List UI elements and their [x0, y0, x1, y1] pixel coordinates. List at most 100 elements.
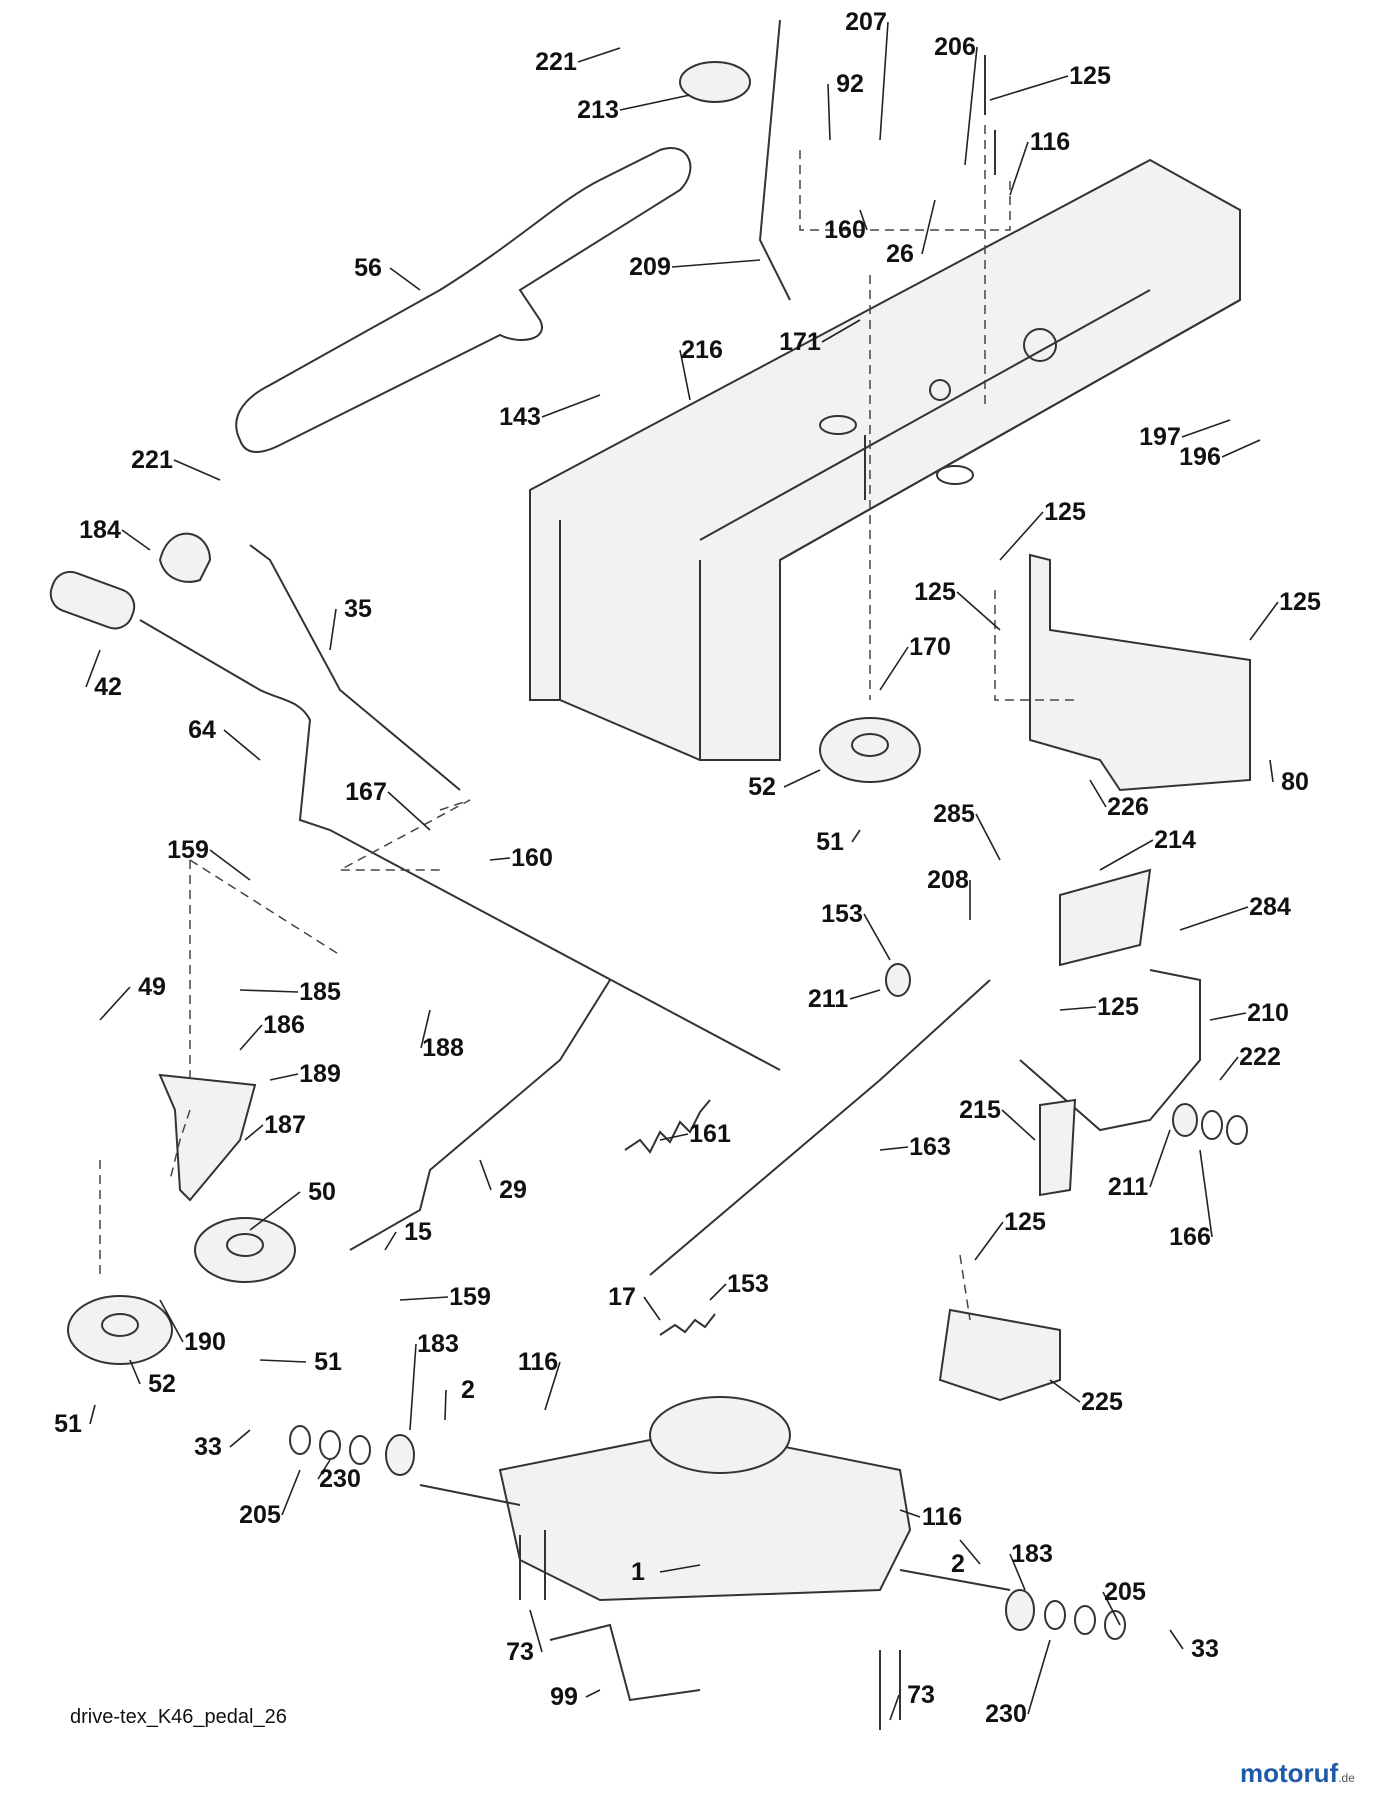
leader-line: [899, 1509, 921, 1518]
callout-label: 221: [131, 446, 173, 474]
leader-line: [1209, 1012, 1247, 1021]
callout-label: 167: [345, 778, 387, 806]
leader-line: [921, 199, 936, 255]
leader-line: [541, 394, 601, 418]
leader-line: [529, 1609, 543, 1653]
leader-line: [399, 1296, 449, 1301]
leader-line: [1009, 141, 1029, 196]
leader-line: [489, 857, 511, 861]
frame-hole: [929, 379, 951, 401]
washer: [1074, 1605, 1096, 1635]
washer: [349, 1435, 371, 1465]
leader-line: [1049, 1379, 1081, 1403]
watermark-logo: motoruf.de: [1240, 1758, 1355, 1789]
drive-belt: [235, 147, 692, 453]
leader-line: [889, 1694, 900, 1721]
callout-label: 215: [959, 1096, 1001, 1124]
leader-line: [1009, 1553, 1026, 1591]
leader-line: [863, 913, 891, 961]
callout-label: 153: [727, 1270, 769, 1298]
assembly-line: [339, 799, 471, 871]
callout-label: 188: [422, 1034, 464, 1062]
leader-line: [244, 1124, 264, 1141]
callout-label: 42: [94, 673, 122, 701]
leader-line: [384, 1231, 397, 1251]
callout-label: 187: [264, 1111, 306, 1139]
leader-line: [619, 94, 691, 111]
leader-line: [89, 1404, 96, 1425]
axle-left: [419, 1484, 521, 1506]
chassis-rail: [559, 289, 1241, 760]
leader-line: [387, 791, 431, 831]
callout-label: 230: [985, 1700, 1027, 1728]
callout-label: 208: [927, 866, 969, 894]
pedal-bracket: [938, 1308, 1061, 1402]
leader-line: [1089, 779, 1107, 808]
leader-line: [643, 1296, 661, 1321]
extension-spring: [624, 1099, 711, 1154]
callout-label: 209: [629, 253, 671, 281]
assembly-line: [169, 859, 341, 1181]
callout-label: 166: [1169, 1223, 1211, 1251]
callout-label: 49: [138, 973, 166, 1001]
shift-knob: [158, 532, 212, 583]
watermark-tld: .de: [1338, 1771, 1355, 1785]
callout-label: 125: [1044, 498, 1086, 526]
callout-label: 15: [404, 1218, 432, 1246]
extension-spring: [659, 1313, 716, 1336]
cooling-fan: [649, 1396, 791, 1474]
callout-label: 160: [511, 844, 553, 872]
pedal-pad: [1059, 868, 1152, 967]
bushing: [385, 1434, 415, 1476]
lift-knob: [679, 61, 751, 103]
callout-label: 159: [449, 1283, 491, 1311]
callout-label: 285: [933, 800, 975, 828]
leader-line: [879, 1146, 909, 1151]
callout-label: 92: [836, 70, 864, 98]
callout-label: 221: [535, 48, 577, 76]
callout-label: 116: [1030, 128, 1070, 156]
callout-label: 52: [748, 773, 776, 801]
callout-label: 125: [1279, 588, 1321, 616]
leader-line: [1027, 1639, 1051, 1715]
leader-line: [851, 829, 861, 843]
leader-line: [329, 608, 337, 651]
leader-line: [964, 46, 978, 166]
leader-line: [709, 1283, 727, 1301]
leader-line: [420, 1009, 431, 1049]
assembly-line: [994, 590, 1080, 701]
frame-grommet: [936, 465, 974, 485]
callout-label: 186: [263, 1011, 305, 1039]
watermark-name: motoruf: [1240, 1758, 1339, 1788]
leader-line: [1269, 759, 1274, 783]
chassis-frame: [529, 158, 1241, 761]
leader-line: [259, 1359, 307, 1363]
leader-line: [1102, 1591, 1121, 1626]
leader-line: [1219, 1056, 1239, 1081]
washer: [1104, 1610, 1126, 1640]
callout-label: 99: [550, 1683, 578, 1711]
diagram-caption: drive-tex_K46_pedal_26: [70, 1706, 287, 1728]
leader-line: [989, 75, 1069, 101]
leader-line: [659, 1133, 689, 1141]
leader-line: [821, 319, 861, 343]
leader-line: [99, 986, 131, 1021]
callout-label: 1: [631, 1558, 645, 1586]
callout-label: 64: [188, 716, 216, 744]
frame-hole: [1023, 328, 1057, 362]
washer: [1044, 1600, 1066, 1630]
callout-label: 163: [909, 1133, 951, 1161]
callout-label: 125: [1004, 1208, 1046, 1236]
leader-line: [209, 849, 251, 881]
leader-line: [1169, 1629, 1184, 1650]
leader-line: [859, 209, 868, 231]
leader-line: [479, 1159, 492, 1191]
callout-label: 207: [845, 8, 887, 36]
callout-label: 206: [934, 33, 976, 61]
lift-rod: [758, 19, 791, 301]
idler-pulley-hub: [101, 1313, 139, 1337]
leader-line: [1249, 601, 1279, 641]
callout-label: 205: [1104, 1578, 1146, 1606]
leader-line: [239, 989, 299, 993]
callout-label: 52: [148, 1370, 176, 1398]
